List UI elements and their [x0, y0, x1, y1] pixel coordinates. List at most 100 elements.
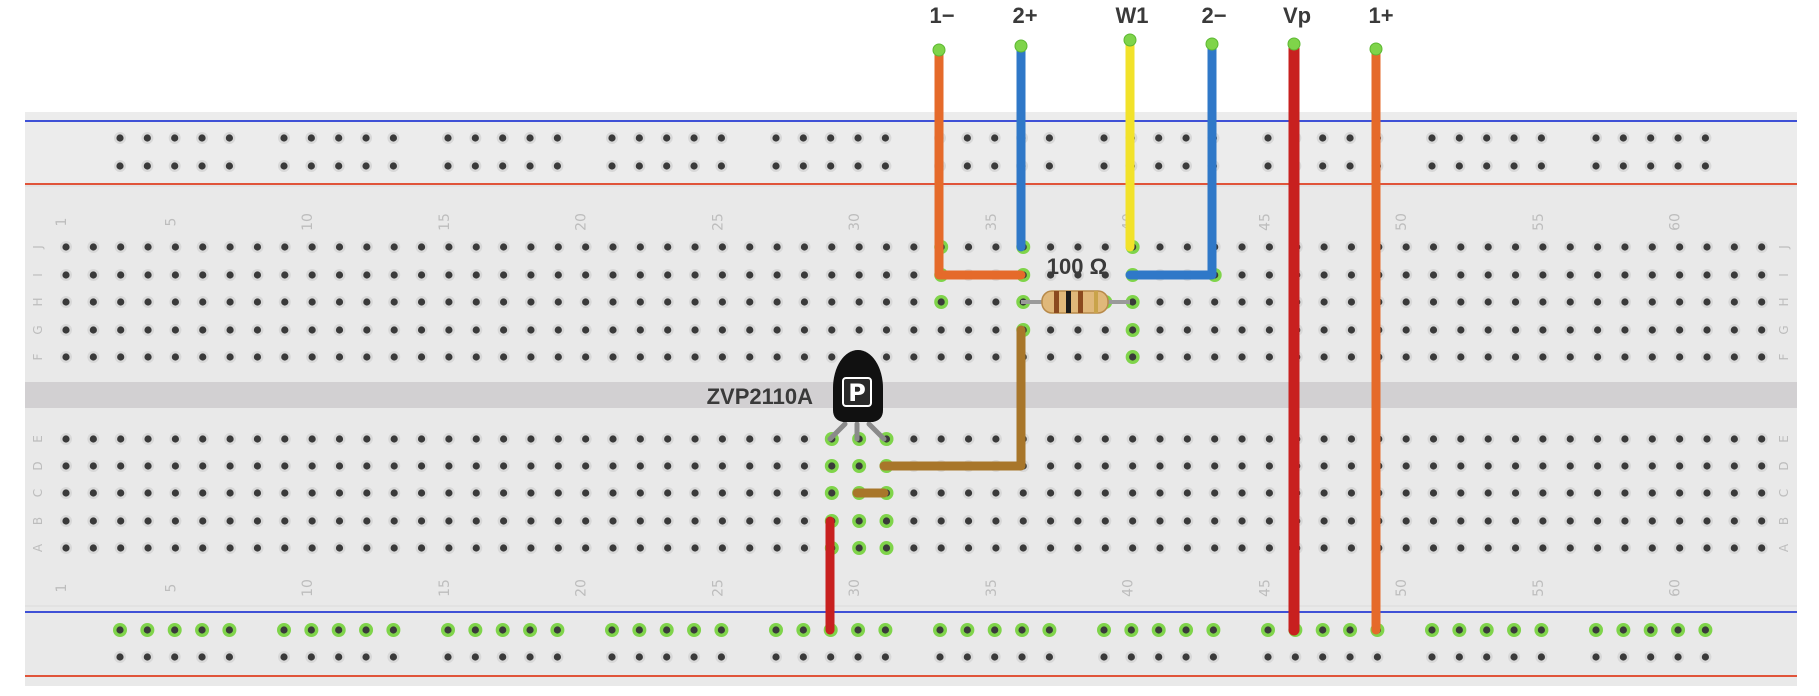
terminal-hole[interactable]: [937, 489, 945, 497]
terminal-hole[interactable]: [582, 243, 590, 251]
terminal-hole[interactable]: [390, 298, 398, 306]
terminal-hole[interactable]: [1539, 326, 1547, 334]
terminal-hole[interactable]: [1539, 462, 1547, 470]
rail-hole[interactable]: [1100, 162, 1108, 170]
terminal-hole[interactable]: [1457, 462, 1465, 470]
rail-hole[interactable]: [1701, 162, 1709, 170]
terminal-hole[interactable]: [1074, 517, 1082, 525]
terminal-hole[interactable]: [1211, 517, 1219, 525]
terminal-hole[interactable]: [1019, 544, 1027, 552]
terminal-hole[interactable]: [1019, 489, 1027, 497]
terminal-hole[interactable]: [144, 353, 152, 361]
rail-hole[interactable]: [1483, 626, 1491, 634]
rail-hole[interactable]: [717, 134, 726, 142]
rail-hole[interactable]: [1127, 653, 1135, 661]
rail-hole[interactable]: [799, 653, 807, 661]
terminal-hole[interactable]: [1402, 243, 1410, 251]
terminal-hole[interactable]: [144, 462, 152, 470]
rail-hole[interactable]: [1619, 134, 1627, 142]
terminal-hole[interactable]: [937, 544, 945, 552]
rail-hole[interactable]: [635, 162, 643, 170]
terminal-hole[interactable]: [1511, 517, 1520, 525]
terminal-hole[interactable]: [1730, 298, 1738, 306]
rail-hole[interactable]: [444, 626, 452, 634]
terminal-hole[interactable]: [582, 353, 590, 361]
terminal-hole[interactable]: [1758, 517, 1766, 525]
rail-hole[interactable]: [1346, 653, 1354, 661]
rail-hole[interactable]: [553, 162, 562, 170]
terminal-hole[interactable]: [1156, 326, 1164, 334]
terminal-hole[interactable]: [253, 435, 262, 443]
terminal-hole[interactable]: [910, 298, 918, 306]
rail-hole[interactable]: [1264, 653, 1272, 661]
transistor[interactable]: P ZVP2110A: [707, 350, 887, 442]
terminal-hole[interactable]: [1347, 243, 1356, 251]
rail-hole[interactable]: [1100, 134, 1108, 142]
terminal-hole[interactable]: [144, 435, 152, 443]
rail-hole[interactable]: [116, 162, 124, 170]
terminal-hole[interactable]: [171, 243, 179, 251]
terminal-hole[interactable]: [472, 517, 480, 525]
rail-hole[interactable]: [143, 162, 151, 170]
terminal-hole[interactable]: [800, 462, 809, 470]
terminal-hole[interactable]: [882, 243, 891, 251]
terminal-hole[interactable]: [1594, 517, 1602, 525]
rail-hole[interactable]: [799, 162, 807, 170]
terminal-hole[interactable]: [1457, 298, 1465, 306]
terminal-hole[interactable]: [390, 435, 398, 443]
rail-hole[interactable]: [963, 626, 971, 634]
terminal-hole[interactable]: [1265, 435, 1273, 443]
terminal-hole[interactable]: [199, 544, 207, 552]
terminal-hole[interactable]: [1594, 298, 1602, 306]
terminal-hole[interactable]: [1539, 435, 1547, 443]
terminal-hole[interactable]: [1183, 489, 1191, 497]
rail-hole[interactable]: [1592, 134, 1600, 142]
terminal-hole[interactable]: [281, 544, 289, 552]
terminal-hole[interactable]: [1676, 517, 1684, 525]
terminal-hole[interactable]: [253, 271, 262, 279]
wire-1-minus-orange[interactable]: [934, 45, 1026, 280]
terminal-hole[interactable]: [1156, 243, 1164, 251]
rail-hole[interactable]: [1264, 134, 1272, 142]
terminal-hole[interactable]: [1511, 243, 1520, 251]
terminal-hole[interactable]: [910, 243, 918, 251]
terminal-hole[interactable]: [746, 271, 754, 279]
terminal-hole[interactable]: [89, 243, 97, 251]
terminal-hole[interactable]: [609, 489, 617, 497]
terminal-hole[interactable]: [117, 243, 125, 251]
rail-hole[interactable]: [362, 134, 370, 142]
terminal-hole[interactable]: [746, 298, 754, 306]
rail-hole[interactable]: [335, 162, 343, 170]
terminal-hole[interactable]: [199, 326, 207, 334]
terminal-hole[interactable]: [417, 353, 426, 361]
terminal-hole[interactable]: [1621, 462, 1629, 470]
rail-hole[interactable]: [1674, 626, 1682, 634]
rail-hole[interactable]: [963, 653, 971, 661]
rail-hole[interactable]: [663, 134, 671, 142]
terminal-hole[interactable]: [1183, 462, 1191, 470]
terminal-hole[interactable]: [281, 517, 289, 525]
terminal-hole[interactable]: [992, 298, 1000, 306]
terminal-hole[interactable]: [226, 544, 234, 552]
terminal-hole[interactable]: [335, 243, 344, 251]
terminal-hole[interactable]: [527, 489, 535, 497]
terminal-hole[interactable]: [773, 435, 781, 443]
terminal-hole[interactable]: [363, 243, 371, 251]
terminal-hole[interactable]: [527, 326, 535, 334]
terminal-hole[interactable]: [62, 517, 70, 525]
terminal-hole[interactable]: [308, 353, 316, 361]
rail-hole[interactable]: [143, 134, 151, 142]
rail-hole[interactable]: [991, 162, 999, 170]
terminal-hole[interactable]: [582, 544, 590, 552]
terminal-hole[interactable]: [527, 544, 535, 552]
terminal-hole[interactable]: [226, 243, 234, 251]
terminal-hole[interactable]: [554, 435, 562, 443]
terminal-hole[interactable]: [1484, 243, 1492, 251]
terminal-hole[interactable]: [472, 271, 480, 279]
rail-hole[interactable]: [389, 162, 397, 170]
terminal-hole[interactable]: [1703, 544, 1711, 552]
terminal-hole[interactable]: [1265, 462, 1273, 470]
terminal-hole[interactable]: [1621, 435, 1629, 443]
rail-hole[interactable]: [1045, 653, 1053, 661]
terminal-hole[interactable]: [664, 462, 672, 470]
